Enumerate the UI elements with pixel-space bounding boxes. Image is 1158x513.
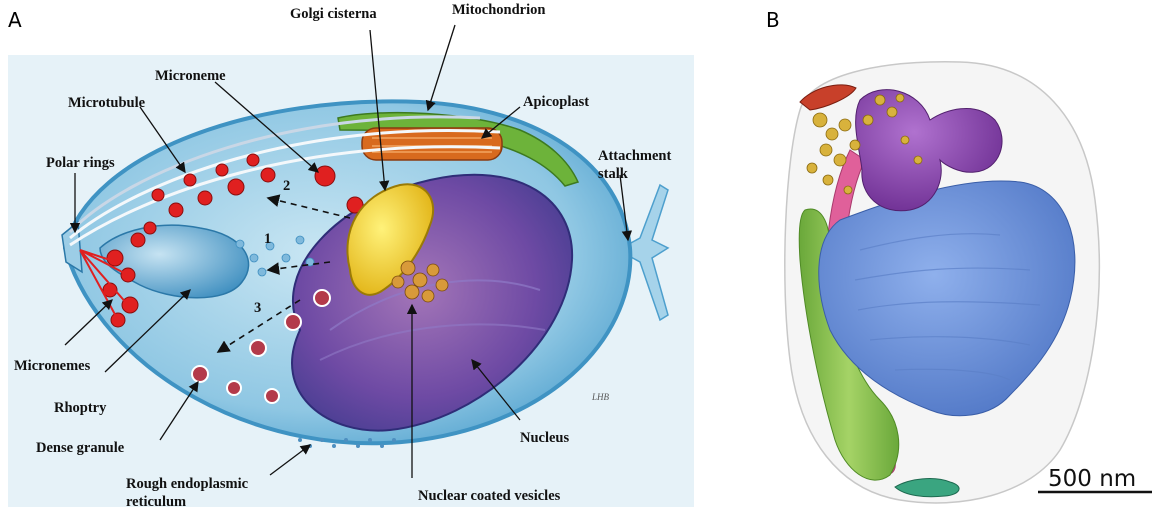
label-pathway-1: 1 [264,231,271,247]
label-polar-rings: Polar rings [46,155,115,171]
label-pathway-3: 3 [254,300,261,316]
label-rer-line1: Rough endoplasmic [126,476,249,492]
label-microneme: Microneme [155,68,226,84]
artist-signature: LHB [591,392,610,402]
label-stalk: stalk [598,166,629,182]
label-nuclear-coated-vesicles: Nuclear coated vesicles [418,488,561,504]
label-micronemes: Micronemes [14,358,91,374]
panel-a-illustration: Golgi cisterna Mitochondrion Microneme A… [8,2,694,510]
label-dense-granule: Dense granule [36,440,125,456]
label-pathway-2: 2 [283,178,290,194]
label-mitochondrion: Mitochondrion [452,2,545,18]
label-apicoplast: Apicoplast [523,94,589,110]
panel-b-3d-reconstruction: 500 nm [785,62,1152,503]
label-rhoptry: Rhoptry [54,400,107,416]
label-microtubule: Microtubule [68,95,146,111]
scale-bar-label: 500 nm [1048,466,1136,492]
label-attachment: Attachment [598,148,671,164]
label-golgi-cisterna: Golgi cisterna [290,6,377,22]
label-rer-line2: reticulum [126,494,186,510]
label-nucleus: Nucleus [520,430,570,446]
